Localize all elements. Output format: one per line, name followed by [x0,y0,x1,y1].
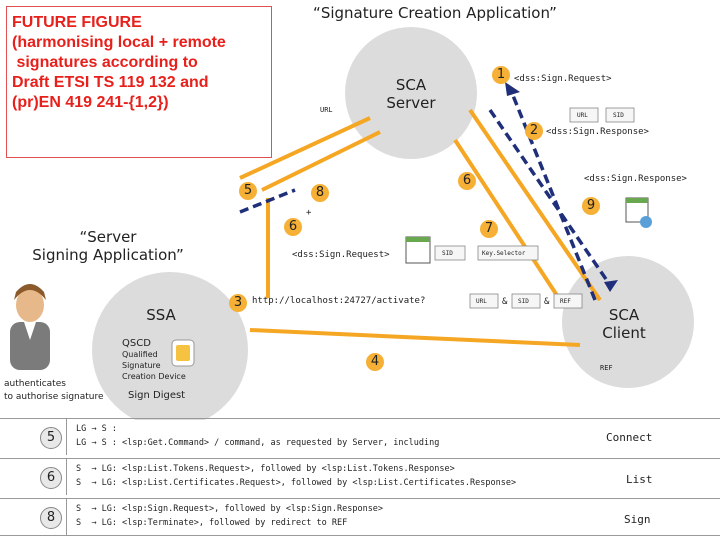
document-icon-mid [405,236,431,264]
arrow-ssa [239,188,296,214]
arrow-sign-response [488,109,612,286]
row-badge-6: 6 [40,467,62,489]
ref-query-label: REF [560,298,571,305]
link-sca-ssa-outer [239,116,371,180]
step-badge-4: 4 [366,353,384,371]
arrowhead-bottom [604,280,618,292]
step-badge-1: 1 [492,66,510,84]
sca-server-circle [345,27,477,159]
document-icon-right [625,197,652,228]
row-badge-5: 5 [40,427,62,449]
step-row-sign: 8 S → LG: <lsp:Sign.Request>, followed b… [0,498,720,536]
step-badge-8: 8 [311,184,329,202]
plus-label: + [306,208,312,218]
server-signing-app-label: “Server Signing Application” [18,228,198,264]
diagram-canvas [10,27,694,420]
url-box-query [469,293,499,309]
sid-box-query [511,293,541,309]
sid-box-mid [434,245,466,261]
link-sca-client-2 [453,138,562,302]
page-title: “Signature Creation Application” [313,4,557,22]
step-badge-2: 2 [525,122,543,140]
sid-query-label: SID [518,298,529,305]
qscd-name: QSCD [122,338,151,349]
step-badge-3: 3 [229,294,247,312]
step-badge-7: 7 [480,220,498,238]
arrowhead-top [505,82,520,96]
ssa-circle [92,272,248,420]
step-connect-label: Connect [606,431,653,444]
url-small-label: URL [577,112,588,119]
sca-client-label: SCA Client [594,306,654,342]
sca-client-circle [562,256,694,388]
step-sign-line1: S → LG: <lsp:Sign.Request>, followed by … [76,504,384,514]
sid-box-top [605,107,635,123]
sign-request-top-label: <dss:Sign.Request> [514,74,612,84]
qscd-line1: Qualified [122,350,158,359]
qscd-label: QSCD Qualified Signature Creation Device [122,338,192,382]
sign-request-mid-label: <dss:Sign.Request> [292,250,390,260]
sca-server-line1: SCA [395,76,427,94]
sid-small-label: SID [613,112,624,119]
step-sign-label: Sign [624,513,651,526]
row-divider [66,499,67,535]
sca-client-line2: Client [602,324,646,342]
row-divider [66,459,67,495]
navy-arrows [239,87,612,301]
link-sca-ssa-inner [261,130,381,192]
row-divider [66,419,67,455]
qscd-line2: Signature [122,361,161,370]
authenticates-line1: authenticates [4,379,66,389]
step-badge-5: 5 [239,182,257,200]
step-connect-line2: LG → S : <lsp:Get.Command> / command, as… [76,438,440,448]
step-badge-6: 6 [458,172,476,190]
step-list-line1: S → LG: <lsp:List.Tokens.Request>, follo… [76,464,455,474]
ref-box-query [553,293,583,309]
amp-1: & [502,297,508,307]
step-badge-9: 9 [582,197,600,215]
key-selector-box [477,245,539,261]
arrow-sign-request [508,87,597,301]
chip-icon [171,339,195,367]
link-sca-client [468,108,602,302]
sca-client-line1: SCA [608,306,640,324]
step-list-label: List [626,473,653,486]
authenticates-line2: to authorise signature [4,392,104,402]
sid-mid-label: SID [442,250,453,257]
sca-server-label: SCA Server [376,76,446,112]
qscd-line3: Creation Device [122,372,186,381]
step-sign-line2: S → LG: <lsp:Terminate>, followed by red… [76,518,348,528]
step-row-list: 6 S → LG: <lsp:List.Tokens.Request>, fol… [0,458,720,495]
step-row-connect: 5 LG → S : LG → S : <lsp:Get.Command> / … [0,418,720,455]
key-selector-label: Key.Selector [482,250,526,257]
url-label-left: URL [320,106,333,114]
server-signing-app-line2: Signing Application” [32,246,184,264]
future-figure-text: FUTURE FIGURE (harmonising local + remot… [12,14,226,111]
sign-digest-label: Sign Digest [128,390,186,401]
user-icon [10,284,50,370]
sign-response-right-label: <dss:Sign.Response> [584,174,687,184]
sca-server-line2: Server [386,94,436,112]
ref-label: REF [600,364,613,372]
authenticates-label: authenticates to authorise signature [4,378,134,404]
sign-response-top-label: <dss:Sign.Response> [546,127,649,137]
url-query-label: URL [476,298,487,305]
step-connect-line1: LG → S : [76,424,117,434]
future-figure-box [6,6,272,158]
orange-links [239,108,602,347]
link-ssa-client [249,328,581,347]
amp-2: & [544,297,550,307]
url-box-top [569,107,599,123]
step-list-line2: S → LG: <lsp:List.Certificates.Request>,… [76,478,517,488]
server-signing-app-line1: “Server [79,228,137,246]
localhost-url-label: http://localhost:24727/activate? [252,296,426,306]
ssa-label: SSA [146,306,176,324]
step-badge-6b: 6 [284,218,302,236]
row-badge-8: 8 [40,507,62,529]
